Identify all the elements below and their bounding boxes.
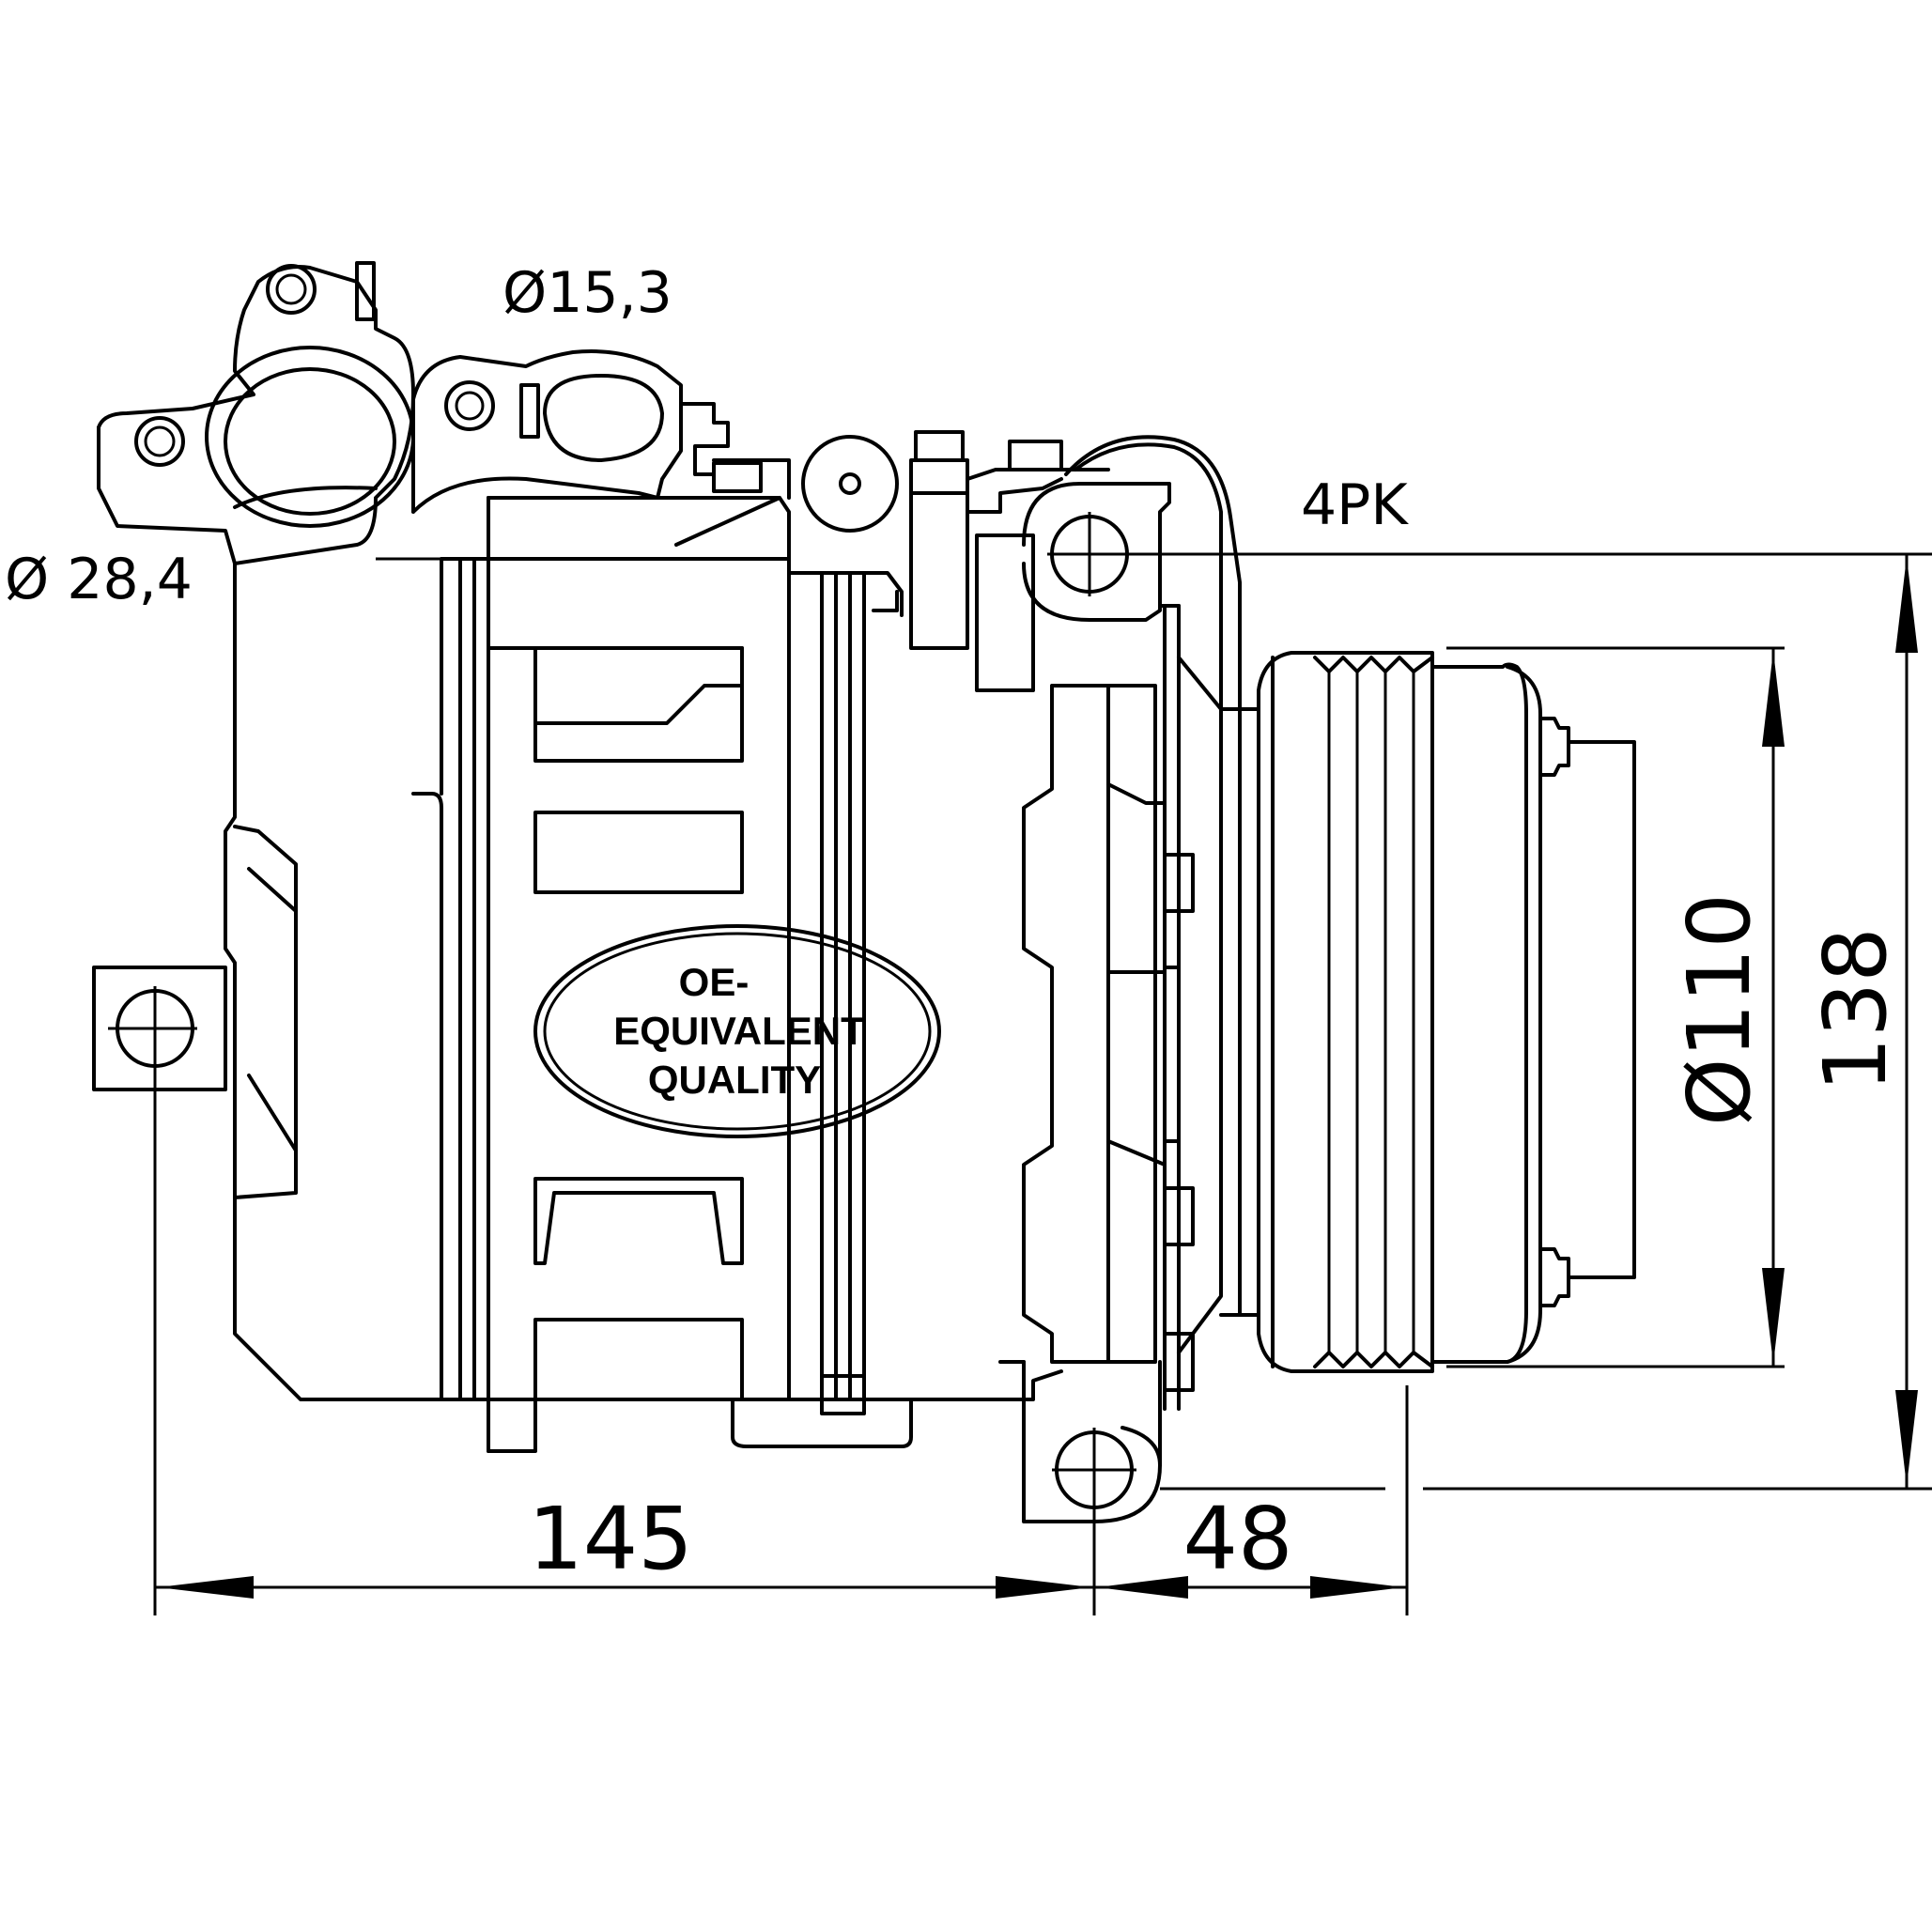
label-belt-profile: 4PK xyxy=(1301,472,1409,538)
dim-height: 138 xyxy=(1805,927,1906,1092)
compressor-body xyxy=(411,496,913,1453)
lower-mount-ear xyxy=(998,1360,1162,1523)
badge-line-1: OE- xyxy=(679,960,750,1004)
dim-pulley-offset: 48 xyxy=(1182,1489,1292,1589)
front-housing xyxy=(1022,604,1223,1411)
wire-harness xyxy=(1064,435,1242,711)
small-port-flange xyxy=(411,349,791,514)
dim-mount-spacing: 145 xyxy=(528,1489,693,1589)
label-port-small: Ø15,3 xyxy=(502,260,672,326)
badge-line-3: QUALITY xyxy=(648,1058,821,1102)
upper-mount-ear xyxy=(1022,482,1171,622)
left-mount-ear xyxy=(92,966,227,1091)
wire-harness-inner xyxy=(1074,442,1223,711)
oe-quality-badge: OE- EQUIVALENT QUALITY xyxy=(533,924,941,1138)
badge-line-2: EQUIVALENT xyxy=(613,1009,865,1053)
dim-pulley-diameter: Ø110 xyxy=(1669,893,1770,1126)
pulley-assembly xyxy=(1219,651,1636,1373)
dimension-lines xyxy=(153,552,1932,1615)
label-port-large: Ø 28,4 xyxy=(5,547,193,612)
